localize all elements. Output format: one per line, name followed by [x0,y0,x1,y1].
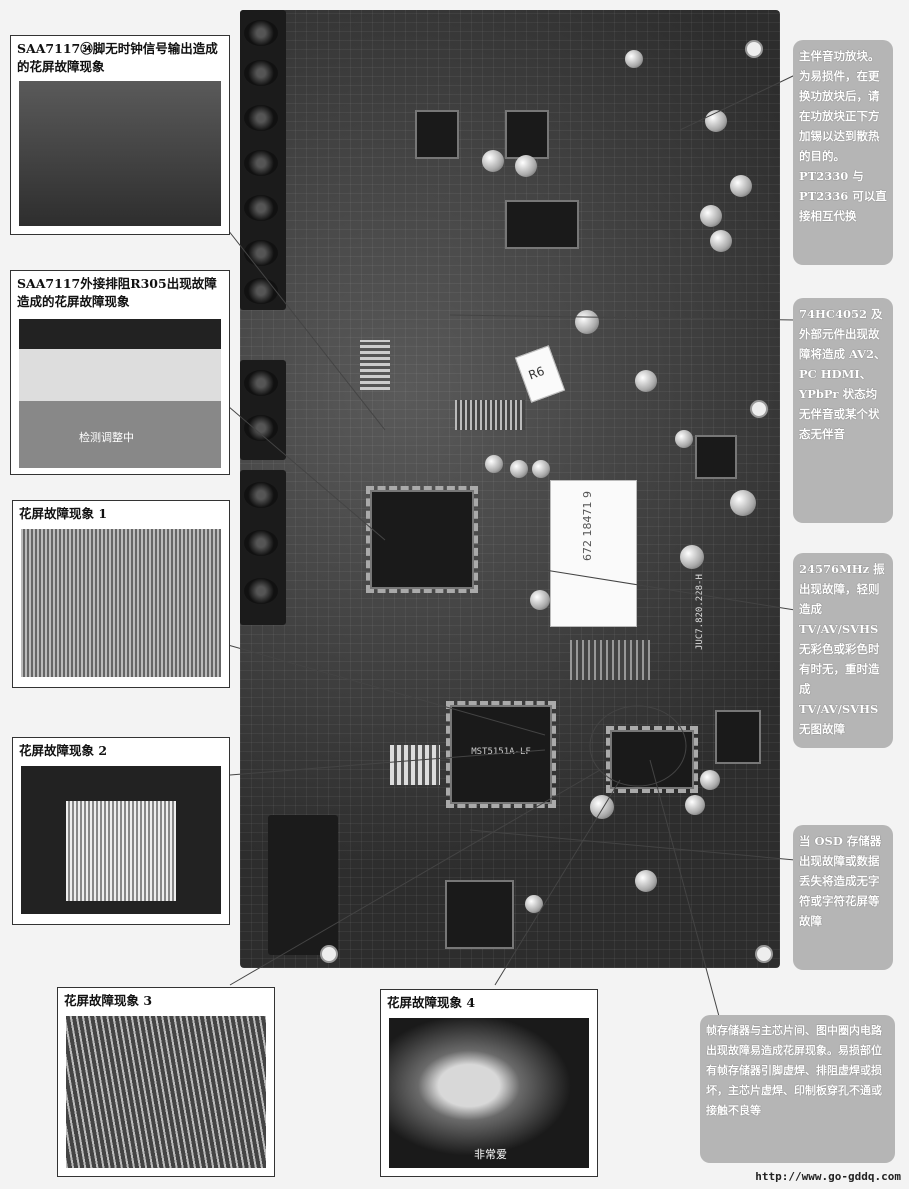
photo-caption-6: 花屏故障现象 4 [387,995,476,1010]
fault-screen-3 [21,529,221,677]
screen-overlay-text-6: 非常爱 [474,1148,507,1161]
serial-sticker: 672 18471 9 [550,480,637,627]
photo-fault-4: 花屏故障现象 4 非常爱 [380,989,598,1177]
photo-caption-4: 花屏故障现象 2 [19,743,108,758]
photo-caption-5: 花屏故障现象 3 [64,993,153,1008]
av-connector-strip [240,10,286,310]
audio-amp-chip [505,200,579,249]
note-frame-memory: 帧存储器与主芯片间、图中圈内电路出现故障易造成花屏现象。易损部位有帧存储器引脚虚… [700,1015,895,1163]
regulator-chip [415,110,459,159]
photo-caption-2: SAA7117外接排阻R305出现故障造成的花屏故障现象 [17,276,217,309]
photo-fault-saa7117-pin34: SAA7117㉞脚无时钟信号输出造成的花屏故障现象 [10,35,230,235]
pcb-board-photo: MST5151A-LF 672 18471 9 R6 JUC7.820.228-… [240,10,780,968]
note-audio-amplifier: 主伴音功放块。为易损件，在更换功放块后，请在功放块正下方加锡以达到散热的目的。P… [793,40,893,265]
ypbpr-connector-strip [240,470,286,625]
mux-chip-74hc4052 [695,435,737,479]
vga-connector [268,815,338,955]
fault-screen-6: 非常爱 [389,1018,589,1168]
screen-overlay-text-2: 检测调整中 [79,431,134,444]
note-crystal: 24576MHz 振出现故障，轻则造成 TV/AV/SVHS 无彩色或彩色时有时… [793,553,893,748]
photo-fault-2: 花屏故障现象 2 [12,737,230,925]
av-connector-strip-2 [240,360,286,460]
fault-screen-4 [21,766,221,914]
main-chip-label: MST5151A-LF [471,747,531,757]
photo-fault-r305: SAA7117外接排阻R305出现故障造成的花屏故障现象 检测调整中 [10,270,230,475]
note-osd-memory: 当 OSD 存储器出现故障或数据丢失将造成无字符或字符花屏等故障 [793,825,893,970]
photo-caption-3: 花屏故障现象 1 [19,506,108,521]
osd-memory-chip [445,880,514,949]
power-mosfet [715,710,761,764]
fault-screen-5 [66,1016,266,1168]
source-url: http://www.go-gddq.com [755,1170,901,1183]
note-74hc4052: 74HC4052 及外部元件出现故障将造成 AV2、PC HDMI、YPbPr … [793,298,893,523]
fault-screen-2: 检测调整中 [19,319,221,468]
fault-screen-1 [19,81,221,226]
photo-caption-1: SAA7117㉞脚无时钟信号输出造成的花屏故障现象 [17,41,218,74]
photo-fault-1: 花屏故障现象 1 [12,500,230,688]
photo-fault-3: 花屏故障现象 3 [57,987,275,1177]
